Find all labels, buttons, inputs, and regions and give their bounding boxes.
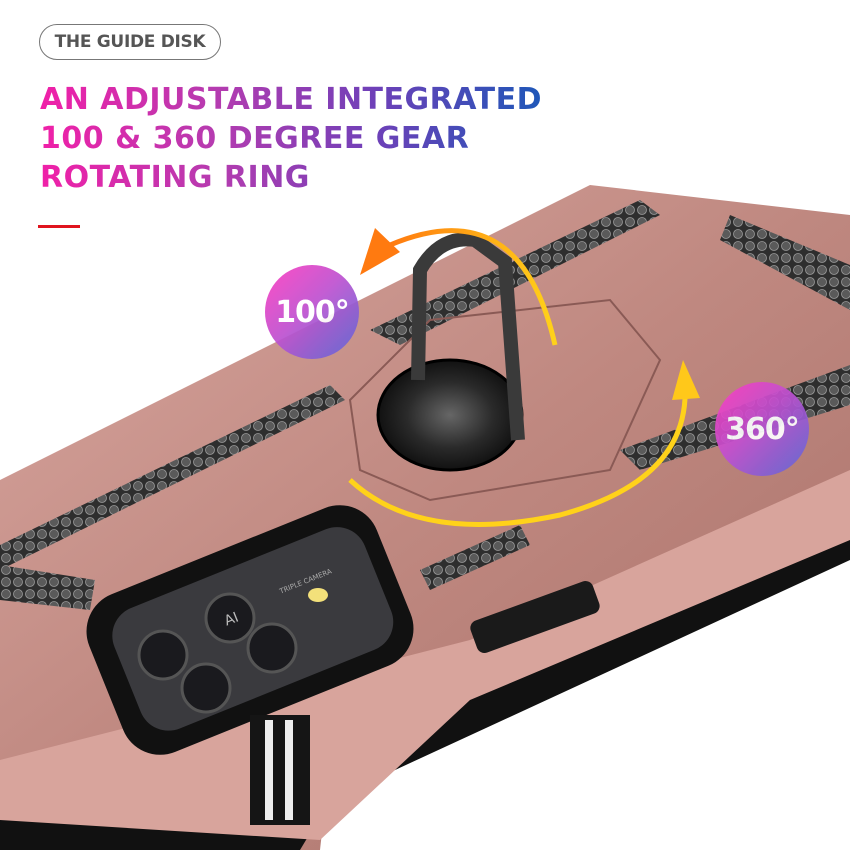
corner-bumper	[250, 715, 310, 825]
guide-disk-badge: THE GUIDE DISK	[39, 24, 221, 60]
grip-strip	[0, 385, 345, 570]
spin-angle-badge: 360°	[715, 382, 809, 476]
camera-lens	[180, 662, 232, 714]
center-plate	[348, 298, 662, 502]
side-button	[470, 581, 600, 653]
headline-line: 100 & 360 DEGREE GEAR	[40, 119, 550, 158]
badge-label: THE GUIDE DISK	[54, 32, 206, 52]
ring-disc	[376, 358, 524, 472]
accent-divider	[38, 225, 80, 228]
camera-ai-text: AI	[222, 610, 241, 630]
tilt-arrow	[389, 228, 558, 346]
tilt-arrowhead	[360, 228, 400, 275]
spin-arrow	[348, 384, 688, 527]
camera-lens	[137, 629, 189, 681]
tilt-angle-badge: 100°	[265, 265, 359, 359]
grip-strip	[0, 565, 95, 610]
headline: AN ADJUSTABLE INTEGRATED 100 & 360 DEGRE…	[40, 80, 550, 197]
camera-lens	[204, 592, 256, 644]
case-side	[0, 470, 850, 840]
headline-line: ROTATING RING	[40, 158, 550, 197]
spin-arrowhead	[672, 360, 700, 400]
headline-line: AN ADJUSTABLE INTEGRATED	[40, 80, 550, 119]
ring-holder	[411, 232, 525, 441]
camera-lens	[246, 622, 298, 674]
spin-angle-label: 360°	[725, 411, 800, 447]
tilt-angle-label: 100°	[275, 294, 350, 330]
grip-strip	[420, 525, 530, 590]
grip-strip	[720, 215, 850, 310]
camera-flash	[308, 588, 328, 602]
grip-strip	[370, 200, 660, 345]
